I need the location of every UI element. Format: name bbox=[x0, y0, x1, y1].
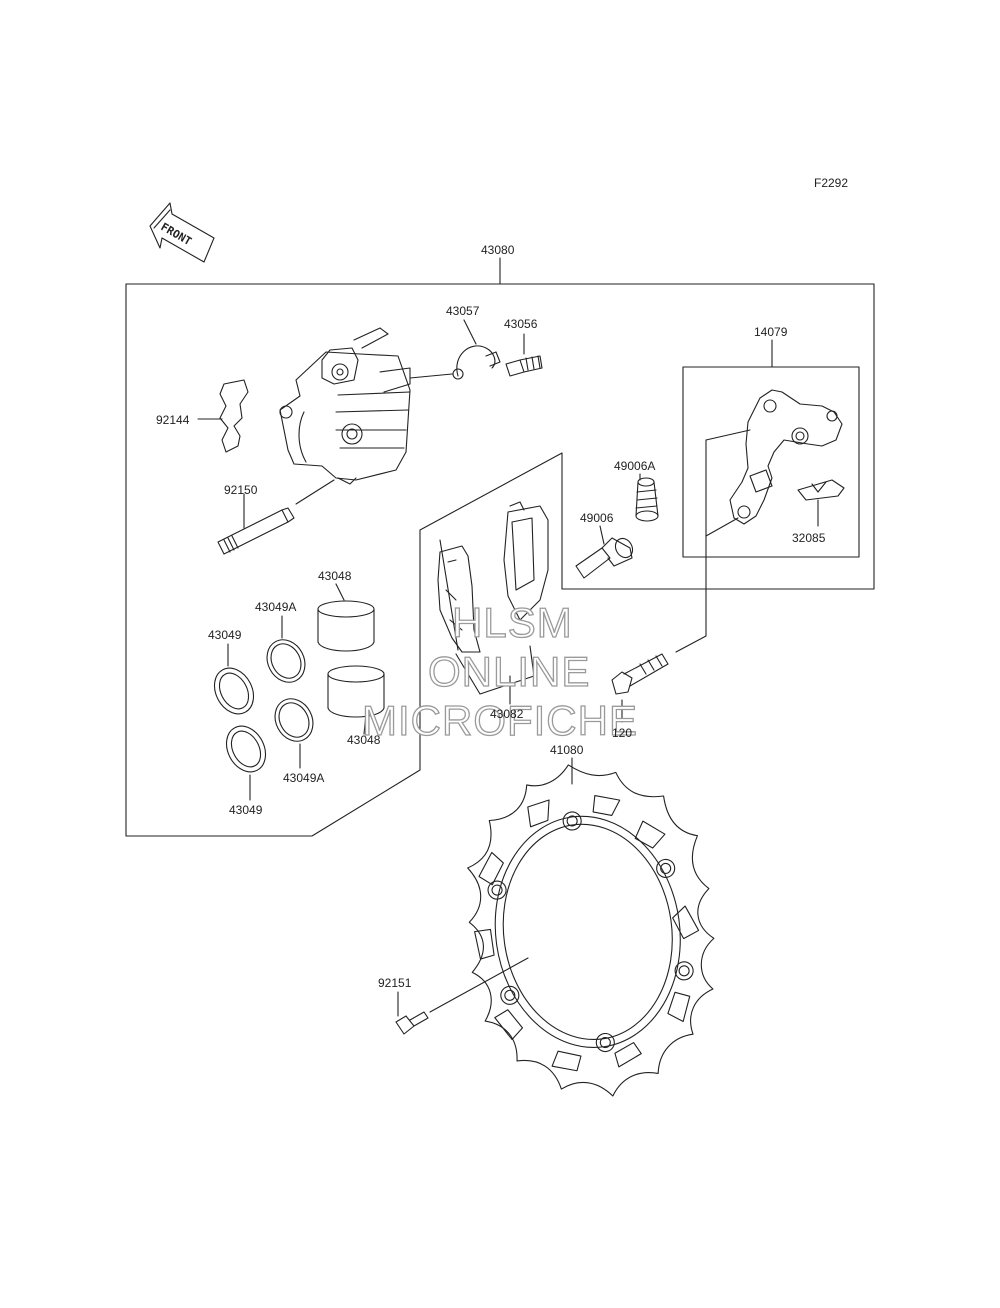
seal-a-lower bbox=[274, 698, 314, 742]
disc-bolt bbox=[395, 1011, 429, 1035]
label-43057: 43057 bbox=[446, 304, 480, 318]
boot-49006a bbox=[635, 477, 659, 522]
label-43082: 43082 bbox=[490, 707, 524, 721]
label-43049-upper: 43049 bbox=[208, 628, 242, 642]
leader-43048-lower bbox=[363, 713, 367, 735]
label-49006: 49006 bbox=[580, 511, 614, 525]
bleeder-cap bbox=[452, 345, 501, 380]
caliper-body bbox=[279, 327, 411, 485]
leader-bracket-lower bbox=[705, 517, 739, 537]
pad-frame-bottom bbox=[455, 645, 535, 695]
label-43056: 43056 bbox=[504, 317, 538, 331]
label-43048-upper: 43048 bbox=[318, 569, 352, 583]
brake-disc bbox=[467, 764, 715, 1097]
label-92150: 92150 bbox=[224, 483, 258, 497]
brake-pads bbox=[437, 501, 549, 653]
label-43048-lower: 43048 bbox=[347, 733, 381, 747]
leader-bracket-top bbox=[705, 429, 751, 441]
leader-43057 bbox=[463, 319, 477, 345]
label-43080: 43080 bbox=[481, 243, 515, 257]
leader-43048-upper bbox=[335, 583, 345, 601]
label-43049a-upper: 43049A bbox=[255, 600, 297, 614]
watermark-line3: MICROFICHE bbox=[361, 697, 638, 744]
label-43049-lower: 43049 bbox=[229, 803, 263, 817]
seal-lower bbox=[225, 725, 267, 773]
bracket-bolt bbox=[611, 653, 669, 695]
label-92151: 92151 bbox=[378, 976, 412, 990]
label-43049a-lower: 43049A bbox=[283, 771, 325, 785]
leader-bolt-to-bracket bbox=[675, 635, 707, 653]
pad-spring bbox=[219, 379, 249, 453]
piston-lower bbox=[327, 665, 385, 718]
bracket-frame bbox=[682, 366, 860, 558]
label-120: 120 bbox=[612, 726, 633, 740]
leader-49006 bbox=[599, 525, 605, 545]
label-41080: 41080 bbox=[550, 743, 584, 757]
caliper-bracket bbox=[729, 389, 843, 525]
front-direction-arrow-icon: FRONT bbox=[149, 202, 215, 263]
slide-pin bbox=[217, 507, 295, 555]
watermark-line2: ONLINE bbox=[427, 648, 591, 695]
pad-clip bbox=[797, 479, 845, 501]
seal-a-upper bbox=[266, 639, 306, 683]
slide-pin-49006 bbox=[575, 537, 634, 579]
pad-frame-left bbox=[439, 539, 459, 651]
seal-upper bbox=[213, 667, 255, 715]
figure-code: F2292 bbox=[814, 176, 849, 190]
watermark-line1: HLSM bbox=[451, 599, 573, 646]
label-32085: 32085 bbox=[792, 531, 826, 545]
label-92144: 92144 bbox=[156, 413, 190, 427]
leader-pin-body bbox=[295, 479, 335, 505]
leader-cap-body bbox=[409, 373, 453, 379]
label-14079: 14079 bbox=[754, 325, 788, 339]
leader-bolt-to-disc bbox=[429, 957, 529, 1013]
bleeder-valve bbox=[505, 355, 543, 377]
caliper-assembly-frame bbox=[125, 283, 875, 837]
piston-upper bbox=[317, 600, 375, 652]
label-49006a: 49006A bbox=[614, 459, 656, 473]
